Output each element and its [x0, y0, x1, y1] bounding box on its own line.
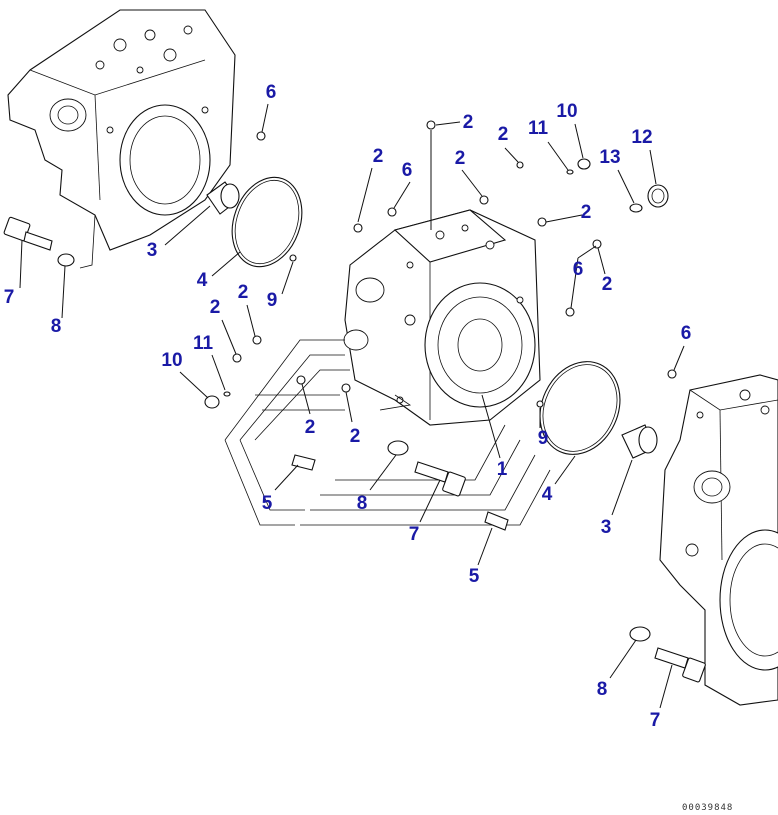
upper-left-pump-housing — [7, 9, 236, 269]
callout-c7b: 7 — [409, 524, 420, 545]
callout-c7c: 7 — [650, 710, 661, 731]
callout-c3b: 3 — [601, 517, 612, 538]
callout-c6b: 6 — [402, 160, 413, 181]
callout-c9a: 9 — [267, 290, 278, 311]
callout-c2h: 2 — [210, 297, 221, 318]
callout-c10b: 10 — [161, 350, 182, 371]
bolt-part-7-center — [414, 461, 466, 497]
dowel-pin-part-5 — [291, 454, 509, 531]
callout-c1: 1 — [497, 459, 508, 480]
plug-part-12 — [647, 184, 669, 208]
callout-c5a: 5 — [262, 493, 273, 514]
callout-c4b: 4 — [542, 484, 553, 505]
callout-c10a: 10 — [556, 101, 577, 122]
bolt-part-7-left — [3, 216, 53, 251]
callout-c6c: 6 — [573, 259, 584, 280]
callout-c2j: 2 — [350, 426, 361, 447]
callout-c9b: 9 — [538, 428, 549, 449]
callout-c8b: 8 — [357, 493, 368, 514]
callout-c2f: 2 — [602, 274, 613, 295]
callout-c2g: 2 — [238, 282, 249, 303]
callout-c8c: 8 — [597, 679, 608, 700]
lower-right-pump-housing — [659, 374, 778, 706]
callout-c8a: 8 — [51, 316, 62, 337]
callout-c5b: 5 — [469, 566, 480, 587]
o-ring-part-9 — [289, 254, 544, 408]
callout-c13: 13 — [599, 147, 620, 168]
bolt-part-7-lower-right — [654, 647, 706, 683]
central-pump-case — [343, 209, 541, 426]
o-ring-part-11 — [223, 169, 574, 397]
drawing-reference-number: 00039848 — [682, 803, 733, 813]
bearing-part-3-right — [621, 424, 658, 459]
callout-c2a: 2 — [373, 146, 384, 167]
callout-c3a: 3 — [147, 240, 158, 261]
callout-c2d: 2 — [455, 148, 466, 169]
washer-part-8 — [57, 253, 651, 642]
callout-c2b: 2 — [463, 112, 474, 133]
callout-c6d: 6 — [681, 323, 692, 344]
o-ring-part-4-left — [231, 176, 303, 268]
callout-c2e: 2 — [581, 202, 592, 223]
callout-c2i: 2 — [305, 417, 316, 438]
screw-part-2-and-6 — [232, 120, 677, 393]
bearing-part-3-left — [206, 181, 240, 215]
callout-c6a: 6 — [266, 82, 277, 103]
o-ring-part-4-right — [539, 361, 621, 455]
o-ring-part-13 — [629, 203, 643, 213]
callout-c7a: 7 — [4, 287, 15, 308]
callout-c4a: 4 — [197, 270, 208, 291]
assembly-guide-outline — [224, 339, 551, 526]
callout-c12: 12 — [631, 127, 652, 148]
callout-c11b: 11 — [193, 333, 214, 354]
callout-c11a: 11 — [528, 118, 549, 139]
leader-lines — [19, 103, 685, 709]
callout-c2c: 2 — [498, 124, 509, 145]
plug-part-10 — [204, 158, 591, 409]
